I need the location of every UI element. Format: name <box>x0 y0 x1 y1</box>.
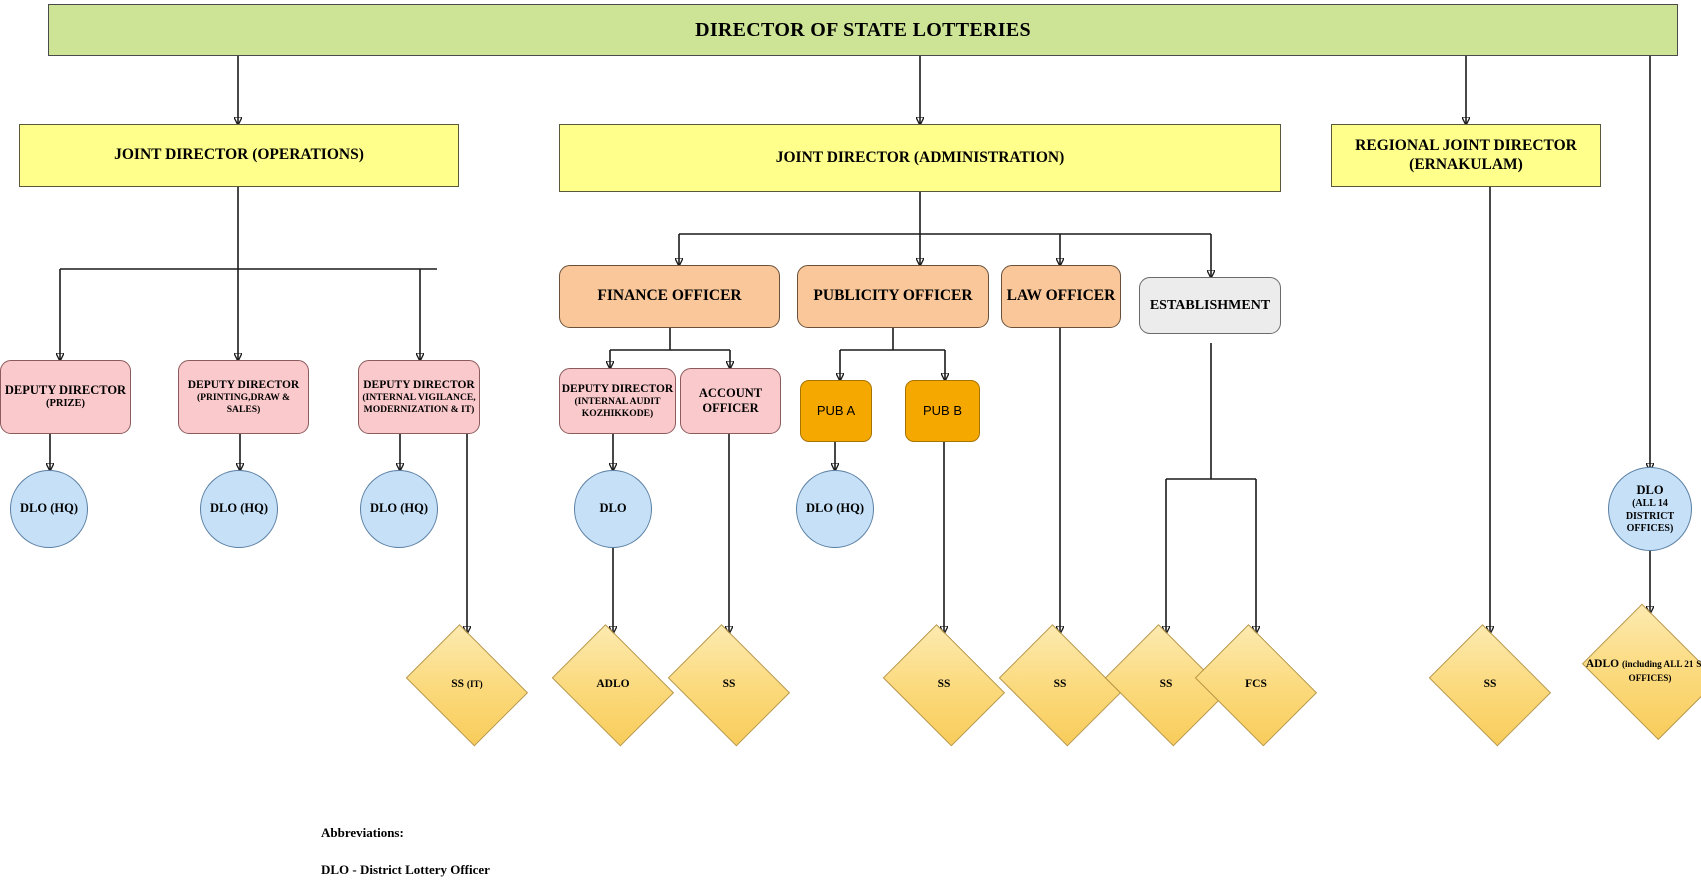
node-label-line1: DEPUTY DIRECTOR <box>363 379 475 392</box>
node-deputy-director-prize[interactable]: DEPUTY DIRECTOR (PRIZE) <box>0 360 131 434</box>
node-label: SS <box>1054 678 1067 692</box>
node-label: DLO (HQ) <box>20 501 78 516</box>
node-dlo-hq-prize[interactable]: DLO (HQ) <box>10 470 88 548</box>
node-regional-joint-director[interactable]: REGIONAL JOINT DIRECTOR (ERNAKULAM) <box>1331 124 1601 187</box>
node-ss-publicity[interactable]: SS <box>877 624 1011 746</box>
node-label-line1: DEPUTY DIRECTOR <box>187 379 300 392</box>
node-pub-a[interactable]: PUB A <box>800 380 872 442</box>
node-label: PUBLICITY OFFICER <box>813 287 973 305</box>
node-label-line4: OFFICES) <box>1626 522 1674 534</box>
abbreviations-legend: Abbreviations: DLO - District Lottery Of… <box>321 806 552 881</box>
node-label: JOINT DIRECTOR (OPERATIONS) <box>114 146 364 164</box>
node-label-line2: (ALL 14 <box>1632 498 1668 510</box>
node-label-line3: MODERNIZATION & IT) <box>363 404 475 415</box>
node-ss-it[interactable]: SS (IT) <box>400 624 534 746</box>
node-label-line2: (INTERNAL AUDIT <box>574 396 661 408</box>
node-label-line1: SS <box>1053 678 1067 691</box>
node-label-line1: DEPUTY DIRECTOR <box>4 382 127 397</box>
node-adlo-finance[interactable]: ADLO <box>546 624 680 746</box>
node-label: DLO (HQ) <box>806 501 864 516</box>
node-label-line1: ACCOUNT OFFICER <box>698 385 763 415</box>
node-label: DLO (HQ) <box>210 501 268 516</box>
node-dlo-hq-printing[interactable]: DLO (HQ) <box>200 470 278 548</box>
node-label: SS <box>1484 678 1497 692</box>
node-ss-establishment[interactable]: SS <box>1099 624 1233 746</box>
node-establishment[interactable]: ESTABLISHMENT <box>1139 277 1281 334</box>
node-label-line3: SALES) <box>226 404 261 415</box>
node-label-line2: (including ALL 21 <box>1621 659 1694 670</box>
node-label: FINANCE OFFICER <box>597 287 742 305</box>
node-label: DLO <box>599 501 627 516</box>
node-pub-b[interactable]: PUB B <box>905 380 980 442</box>
node-label-line1: SS <box>937 678 951 691</box>
node-dlo-internal-audit[interactable]: DLO <box>574 470 652 548</box>
node-label: DLO (HQ) <box>370 501 428 516</box>
node-joint-director-administration[interactable]: JOINT DIRECTOR (ADMINISTRATION) <box>559 124 1281 192</box>
node-label: JOINT DIRECTOR (ADMINISTRATION) <box>775 148 1065 166</box>
node-finance-officer[interactable]: FINANCE OFFICER <box>559 265 780 328</box>
node-label: PUB A <box>816 403 856 419</box>
node-publicity-officer[interactable]: PUBLICITY OFFICER <box>797 265 989 328</box>
node-label: DIRECTOR OF STATE LOTTERIES <box>695 18 1031 41</box>
node-label-line1: ADLO <box>1585 658 1620 671</box>
node-label: ADLO (including ALL 21 SUB OFFICES) <box>1575 658 1701 686</box>
node-label-line3: DISTRICT <box>1625 510 1675 522</box>
node-label-line1: REGIONAL JOINT DIRECTOR <box>1355 136 1577 154</box>
node-label-line2: (ERNAKULAM) <box>1409 155 1523 173</box>
node-fcs-establishment[interactable]: FCS <box>1189 624 1323 746</box>
node-label-line3: KOZHIKKODE) <box>581 408 654 419</box>
node-label: SS <box>1160 678 1173 692</box>
node-director-of-state-lotteries[interactable]: DIRECTOR OF STATE LOTTERIES <box>48 4 1678 56</box>
node-label-line1: SS <box>1159 678 1173 691</box>
node-label-line1: SS <box>1483 678 1497 691</box>
node-adlo-regional[interactable]: ADLO (including ALL 21 SUB OFFICES) <box>1575 603 1701 741</box>
node-label: SS (IT) <box>451 678 483 692</box>
node-label-line1: FCS <box>1245 678 1267 691</box>
node-label-line2: (INTERNAL VIGILANCE, <box>362 392 476 404</box>
node-dlo-hq-pub-a[interactable]: DLO (HQ) <box>796 470 874 548</box>
legend-item-dlo: DLO - District Lottery Officer <box>321 862 490 878</box>
node-label: FCS <box>1245 678 1267 692</box>
node-label-line4: OFFICES) <box>1628 673 1672 683</box>
node-label-line1: SS <box>451 678 465 691</box>
node-account-officer[interactable]: ACCOUNT OFFICER <box>680 368 781 434</box>
node-label: LAW OFFICER <box>1006 287 1116 305</box>
node-label-line1: ADLO <box>596 678 630 691</box>
node-ss-regional[interactable]: SS <box>1423 624 1557 746</box>
node-label-line2: (PRINTING,DRAW & <box>196 392 291 404</box>
node-label: SS <box>938 678 951 692</box>
node-law-officer[interactable]: LAW OFFICER <box>1001 265 1121 328</box>
node-label-line2: (PRIZE) <box>45 398 86 410</box>
node-label: ESTABLISHMENT <box>1149 297 1271 313</box>
node-joint-director-operations[interactable]: JOINT DIRECTOR (OPERATIONS) <box>19 124 459 187</box>
node-dlo-hq-vigilance[interactable]: DLO (HQ) <box>360 470 438 548</box>
legend-heading: Abbreviations: <box>321 825 404 841</box>
node-label-line2: (IT) <box>466 679 483 690</box>
node-deputy-director-internal-audit[interactable]: DEPUTY DIRECTOR (INTERNAL AUDIT KOZHIKKO… <box>559 368 676 434</box>
node-label-line1: DEPUTY DIRECTOR <box>561 383 674 396</box>
node-label-line1: DLO <box>1636 483 1664 498</box>
node-dlo-all-14-district-offices[interactable]: DLO (ALL 14 DISTRICT OFFICES) <box>1608 467 1692 551</box>
node-label-line3: SUB <box>1696 659 1701 670</box>
node-deputy-director-printing-draw-sales[interactable]: DEPUTY DIRECTOR (PRINTING,DRAW & SALES) <box>178 360 309 434</box>
node-deputy-director-internal-vigilance[interactable]: DEPUTY DIRECTOR (INTERNAL VIGILANCE, MOD… <box>358 360 480 434</box>
node-ss-law[interactable]: SS <box>993 624 1127 746</box>
node-label: SS <box>723 678 736 692</box>
node-ss-account-officer[interactable]: SS <box>662 624 796 746</box>
node-label-line1: SS <box>722 678 736 691</box>
node-label: PUB B <box>922 403 962 419</box>
node-label: ADLO <box>596 678 629 692</box>
